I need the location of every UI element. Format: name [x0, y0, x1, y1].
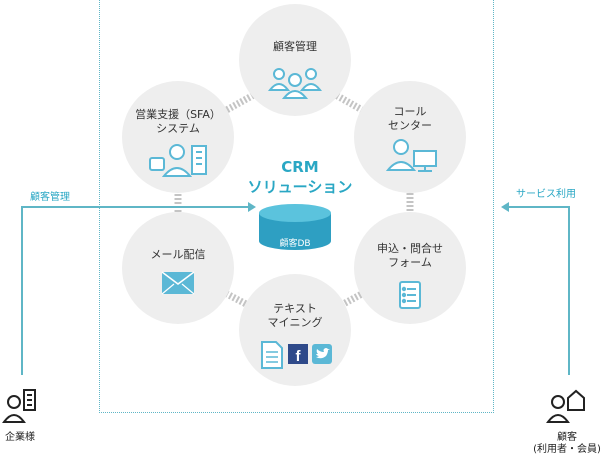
node-circle-inquiry-form [354, 212, 466, 324]
people-group-icon [267, 68, 323, 99]
node-label-mail: メール配信 [123, 248, 233, 262]
right-arrow-head [501, 202, 509, 212]
node-label-text-mining-line1: テキスト [273, 302, 317, 315]
node-label-crm-mgmt-line1: 顧客管理 [273, 40, 317, 53]
center-title-line1: CRM [281, 158, 319, 176]
node-circle-call-center [354, 81, 466, 193]
node-label-mail-line1: メール配信 [150, 248, 206, 261]
center-title: CRM ソリューション [220, 157, 380, 197]
node-circle-text-mining [239, 274, 351, 386]
node-label-inquiry-form: 申込・問合せ フォーム [355, 242, 465, 270]
left-flow-arrow [21, 206, 250, 375]
node-label-text-mining: テキスト マイニング [240, 302, 350, 330]
svg-text:f: f [296, 348, 302, 365]
left-flow-label: 顧客管理 [30, 192, 70, 203]
envelope-icon [161, 271, 195, 295]
right-flow-arrow [507, 206, 570, 375]
right-flow-label: サービス利用 [516, 189, 576, 200]
document-icon [261, 341, 283, 369]
node-label-call-center-line1: コール [393, 105, 427, 118]
node-label-call-center: コール センター [355, 105, 465, 133]
db-label: 顧客DB [279, 239, 311, 249]
operator-monitor-icon [385, 139, 437, 172]
customer-person-icon [546, 389, 585, 423]
facebook-icon: f [288, 344, 308, 365]
checklist-form-icon [399, 281, 421, 309]
customer-label-line1: 顧客 [557, 432, 577, 443]
node-label-sfa-line1: 営業支援（SFA） [135, 108, 221, 121]
left-arrow-head [248, 202, 256, 212]
twitter-icon [312, 344, 332, 364]
node-label-inquiry-form-line2: フォーム [388, 256, 432, 269]
node-label-inquiry-form-line1: 申込・問合せ [377, 242, 443, 255]
customer-label: 顧客 (利用者・会員) [530, 432, 604, 456]
node-circle-mail [122, 212, 234, 324]
node-label-text-mining-line2: マイニング [267, 316, 323, 329]
customer-db-icon [259, 204, 331, 250]
company-person-icon [2, 389, 36, 423]
customer-label-line2: (利用者・会員) [533, 444, 601, 455]
node-label-sfa-line2: システム [156, 122, 200, 135]
company-label: 企業様 [5, 432, 35, 443]
node-label-sfa: 営業支援（SFA） システム [123, 108, 233, 136]
node-label-call-center-line2: センター [388, 119, 432, 132]
node-label-crm-mgmt: 顧客管理 [240, 40, 350, 54]
salesperson-phone-building-icon [149, 144, 207, 177]
node-circle-crm-mgmt [239, 4, 351, 116]
center-title-line2: ソリューション [247, 178, 353, 196]
